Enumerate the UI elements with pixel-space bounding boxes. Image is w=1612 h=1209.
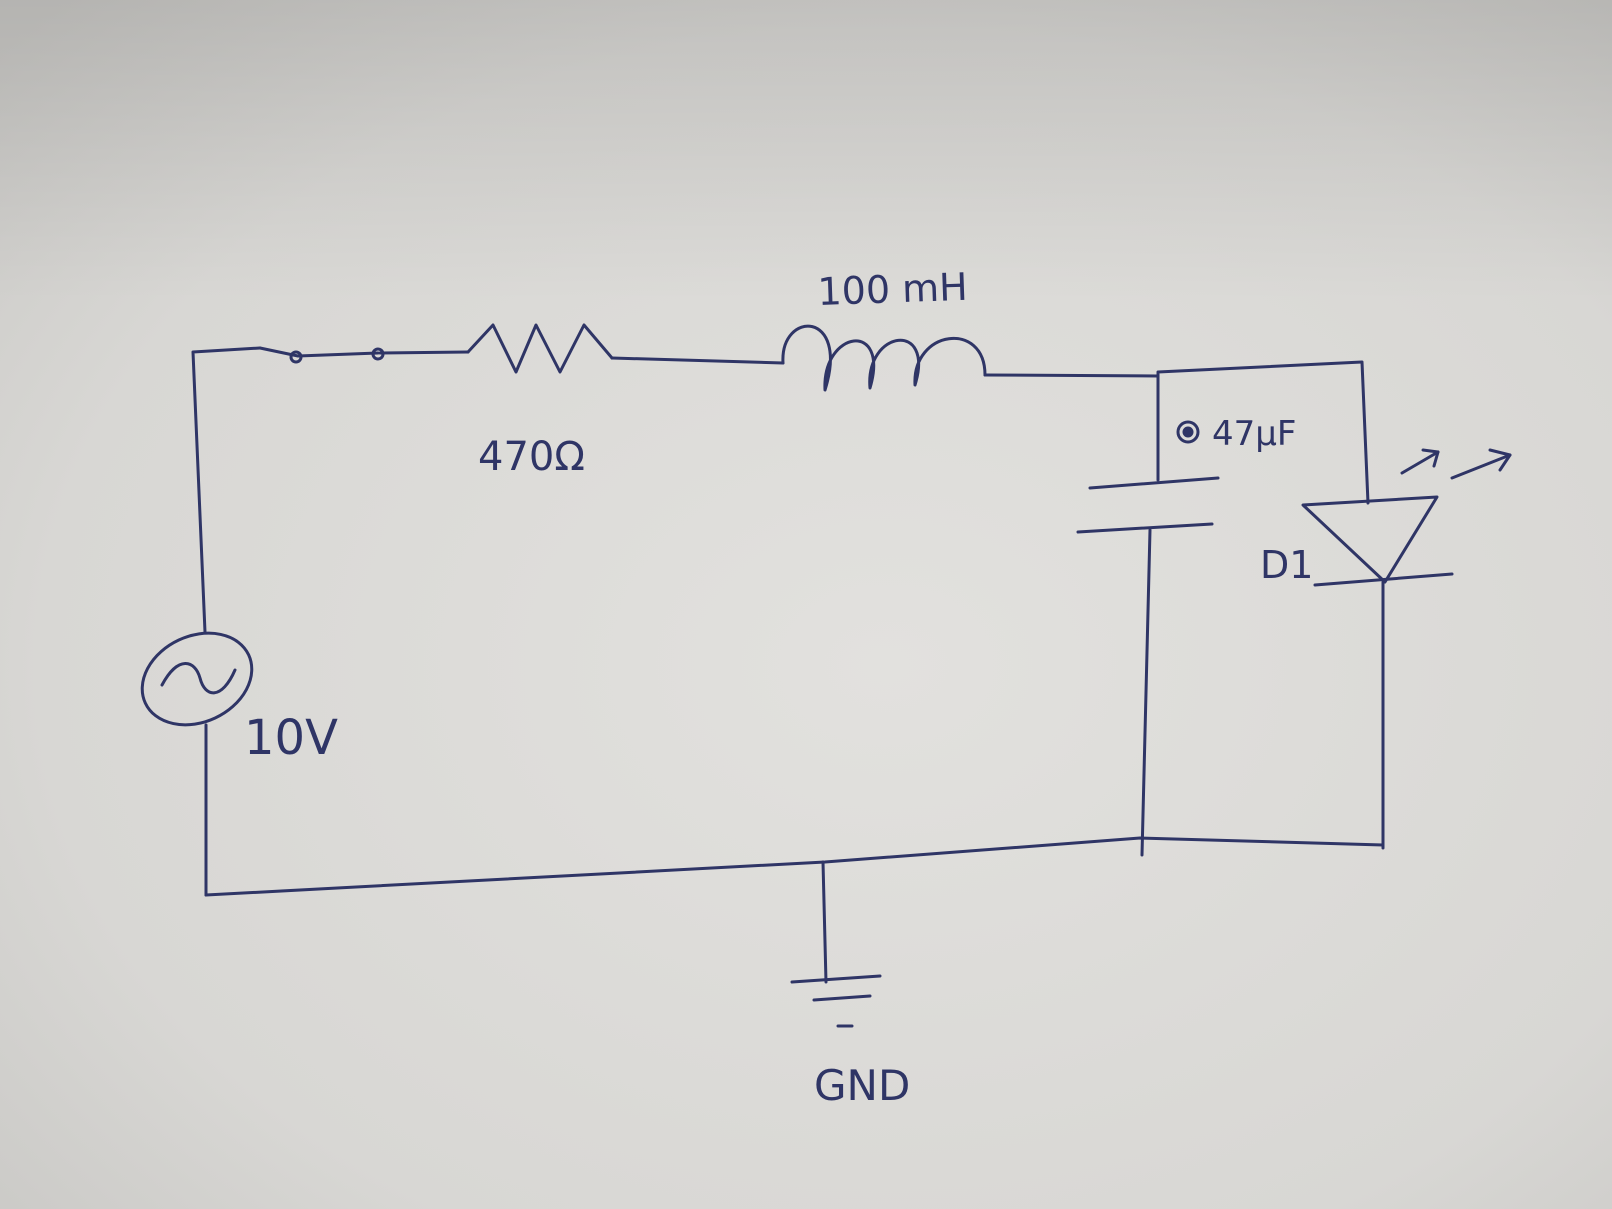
ground-icon (790, 860, 882, 1028)
ac-source-icon (140, 631, 254, 727)
capacitor-label: 47μF (1212, 414, 1296, 454)
led-label: D1 (1260, 543, 1313, 587)
wire-left-top (191, 346, 262, 634)
ground-label: GND (814, 1061, 910, 1110)
inductor-icon (781, 324, 987, 392)
inductor-label: 100 mH (817, 265, 969, 314)
led-icon (1301, 495, 1454, 587)
switch-icon (258, 346, 385, 364)
wire-top-right (1156, 360, 1370, 505)
wire-inductor-to-node (983, 373, 1160, 378)
resistor-label: 470Ω (478, 434, 585, 480)
wire-bottom (204, 836, 1385, 897)
source-label: 10V (244, 710, 338, 766)
capacitor-polarity-icon (1176, 420, 1200, 444)
wire-switch-to-resistor (378, 350, 470, 355)
capacitor-icon (1076, 476, 1220, 534)
wire-capacitor-bottom (1140, 528, 1152, 857)
wire-resistor-to-inductor (610, 356, 785, 365)
led-light-arrows-icon (1400, 448, 1512, 480)
resistor-icon (466, 323, 614, 374)
